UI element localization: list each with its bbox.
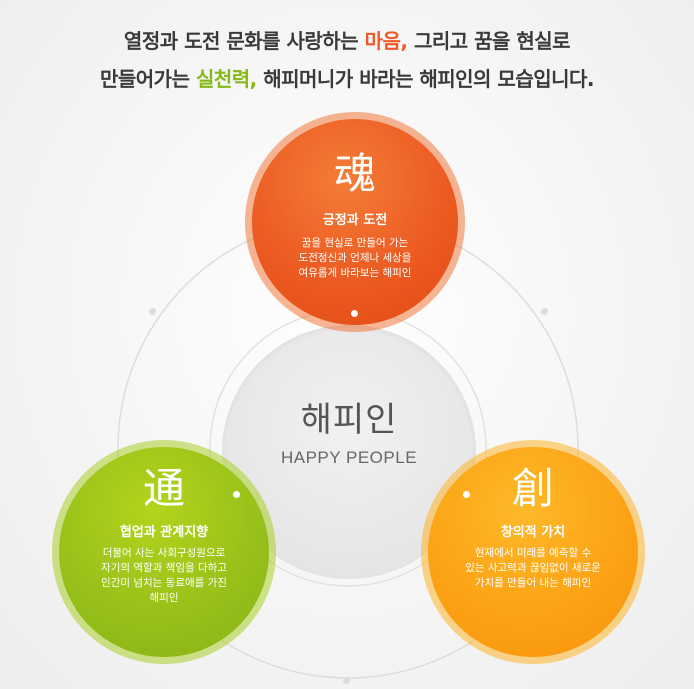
- headline-accent-action: 실천력,: [195, 67, 257, 91]
- headline-text: 만들어가는: [99, 67, 196, 91]
- spirit-title: 긍정과 도전: [322, 213, 388, 228]
- creation-description: 현재에서 미래를 예측할 수 있는 사고력과 끊임없이 새로운 가치를 만들어 …: [446, 546, 620, 591]
- spirit-description: 꿈을 현실로 만들어 가는 도전정신과 언제나 세상을 여유롭게 바라보는 해피…: [270, 236, 440, 281]
- left-bubble-dot: [233, 491, 240, 498]
- spirit-glyph: 魂: [333, 149, 376, 198]
- orbit-dot: [343, 677, 350, 684]
- description-line: 더불어 사는 사회구성원으로: [102, 547, 226, 559]
- description-line: 현재에서 미래를 예측할 수: [474, 547, 592, 559]
- description-line: 가치를 만들어 내는 해피인: [474, 577, 592, 589]
- description-line: 꿈을 현실로 만들어 가는: [301, 237, 409, 249]
- headline-text: 해피머니가 바라는 해피인의 모습입니다.: [256, 67, 595, 91]
- headline: 열정과 도전 문화를 사랑하는 마음, 그리고 꿈을 현실로 만들어가는 실천력…: [0, 22, 694, 98]
- description-line: 여유롭게 바라보는 해피인: [298, 267, 412, 279]
- description-line: 해피인: [149, 592, 179, 604]
- description-line: 있는 사고력과 끊임없이 새로운: [465, 562, 601, 574]
- center-title: 해피인: [300, 400, 398, 440]
- headline-text: 그리고 꿈을 현실로: [407, 29, 571, 53]
- headline-text: 열정과 도전 문화를 사랑하는: [123, 29, 365, 53]
- communication-description: 더불어 사는 사회구성원으로 자기의 역할과 책임을 다하고 인간미 넘치는 동…: [77, 546, 251, 606]
- value-bubble-spirit: 魂 긍정과 도전 꿈을 현실로 만들어 가는 도전정신과 언제나 세상을 여유롭…: [252, 119, 458, 325]
- top-bubble-dot: [351, 310, 358, 317]
- creation-title: 창의적 가치: [500, 525, 566, 540]
- value-bubble-creation: 創 창의적 가치 현재에서 미래를 예측할 수 있는 사고력과 끊임없이 새로운…: [428, 447, 638, 657]
- orbit-dot: [149, 308, 156, 315]
- description-line: 자기의 역할과 책임을 다하고: [101, 562, 227, 574]
- communication-glyph: 通: [142, 464, 185, 513]
- value-bubble-communication: 通 협업과 관계지향 더불어 사는 사회구성원으로 자기의 역할과 책임을 다하…: [59, 447, 269, 657]
- creation-glyph: 創: [511, 464, 554, 513]
- center-subtitle: HAPPY PEOPLE: [280, 448, 418, 467]
- description-line: 인간미 넘치는 동료애를 가진: [101, 577, 227, 589]
- headline-accent-heart: 마음,: [364, 29, 408, 53]
- headline-line-2: 만들어가는 실천력, 해피머니가 바라는 해피인의 모습입니다.: [0, 60, 694, 98]
- communication-title: 협업과 관계지향: [119, 525, 209, 540]
- orbit-dot: [541, 308, 548, 315]
- description-line: 도전정신과 언제나 세상을: [298, 252, 412, 264]
- headline-line-1: 열정과 도전 문화를 사랑하는 마음, 그리고 꿈을 현실로: [0, 22, 694, 60]
- right-bubble-dot: [463, 491, 470, 498]
